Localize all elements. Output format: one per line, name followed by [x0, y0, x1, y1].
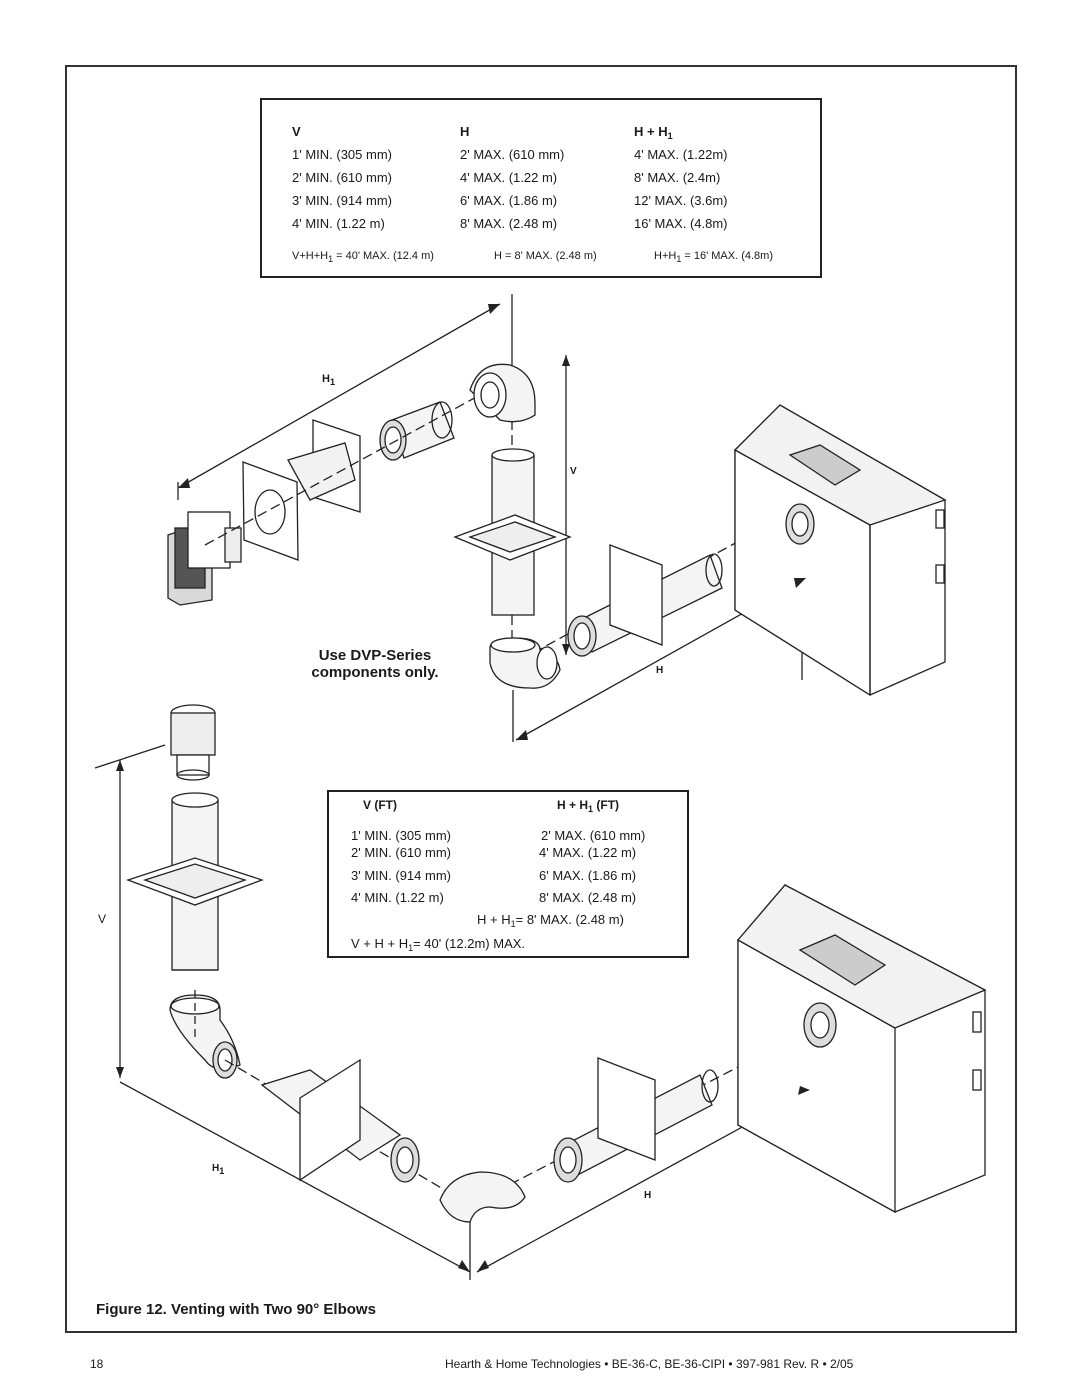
cell-hh1-1: 4' MAX. (1.22m) — [634, 147, 728, 162]
label-v-top: V — [570, 466, 577, 477]
col-header-h-h1: H + H1 — [634, 124, 673, 141]
col-header-h-h1-ft: H + H1 (FT) — [557, 798, 620, 814]
cell-v-ft-2: 2' MIN. (610 mm) — [351, 845, 451, 860]
cell-hh1-4: 16' MAX. (4.8m) — [634, 216, 728, 231]
cell-h-1: 2' MAX. (610 mm) — [460, 147, 565, 162]
h-limit-note: H = 8' MAX. (2.48 m) — [494, 250, 597, 262]
wall-plate-top-left — [242, 461, 299, 561]
total-limit-line: V + H + H1= 40' (12.2m) MAX. — [351, 936, 526, 953]
cell-hh1-ft-2: 4' MAX. (1.22 m) — [539, 845, 637, 860]
cell-h-4: 8' MAX. (2.48 m) — [460, 216, 558, 231]
bottom-venting-table: V (FT) H + H1 (FT) 1' MIN. (305 mm) 2' M… — [327, 790, 689, 958]
terminal-cap — [167, 511, 242, 606]
dvp-series-note: Use DVP-Series components only. — [290, 647, 460, 681]
h-h1-limit-line: H + H1= 8' MAX. (2.48 m) — [477, 912, 624, 929]
cell-hh1-ft-3: 6' MAX. (1.86 m) — [539, 868, 637, 883]
cell-v-ft-1: 1' MIN. (305 mm) — [351, 828, 451, 843]
page-number: 18 — [90, 1357, 104, 1371]
cell-hh1-3: 12' MAX. (3.6m) — [634, 193, 728, 208]
vertical-termination-cap — [170, 704, 216, 781]
cell-v-ft-3: 3' MIN. (914 mm) — [351, 868, 451, 883]
h1-dimension-line-top — [177, 303, 501, 489]
label-h-bottom: H — [644, 1190, 652, 1201]
fireplace-unit-bottom — [736, 884, 987, 1214]
cell-hh1-2: 8' MAX. (2.4m) — [634, 170, 721, 185]
col-header-v-ft: V (FT) — [363, 798, 397, 812]
label-h1-bottom: H1 — [212, 1163, 225, 1176]
footer-text: Hearth & Home Technologies • BE-36-C, BE… — [445, 1357, 854, 1371]
cell-hh1-ft-1: 2' MAX. (610 mm) — [541, 828, 646, 843]
figure-caption: Figure 12. Venting with Two 90° Elbows — [96, 1301, 376, 1318]
top-venting-table: V H H + H1 1' MIN. (305 mm) 2' MAX. (610… — [260, 98, 822, 278]
col-header-h: H — [460, 124, 470, 139]
cell-v-2: 2' MIN. (610 mm) — [292, 170, 392, 185]
note-line-1: Use DVP-Series — [318, 647, 432, 664]
fireplace-unit-top — [733, 404, 947, 697]
cell-v-1: 1' MIN. (305 mm) — [292, 147, 392, 162]
label-h-top: H — [656, 665, 664, 676]
cell-v-4: 4' MIN. (1.22 m) — [292, 216, 385, 231]
figure-frame — [65, 65, 1017, 1333]
label-h1-top: H1 — [322, 373, 335, 387]
cell-h-3: 6' MAX. (1.86 m) — [460, 193, 558, 208]
cell-h-2: 4' MAX. (1.22 m) — [460, 170, 558, 185]
cell-v-3: 3' MIN. (914 mm) — [292, 193, 392, 208]
label-v-bottom: V — [98, 912, 107, 926]
col-header-v: V — [292, 124, 301, 139]
h1-dimension-line-bottom — [119, 1081, 471, 1273]
total-limit-note: V+H+H1 = 40' MAX. (12.4 m) — [292, 250, 434, 264]
cell-hh1-ft-4: 8' MAX. (2.48 m) — [539, 890, 637, 905]
note-line-2: components only. — [311, 664, 439, 681]
cell-v-ft-4: 4' MIN. (1.22 m) — [351, 890, 444, 905]
h-h1-limit-note: H+H1 = 16' MAX. (4.8m) — [654, 250, 773, 264]
